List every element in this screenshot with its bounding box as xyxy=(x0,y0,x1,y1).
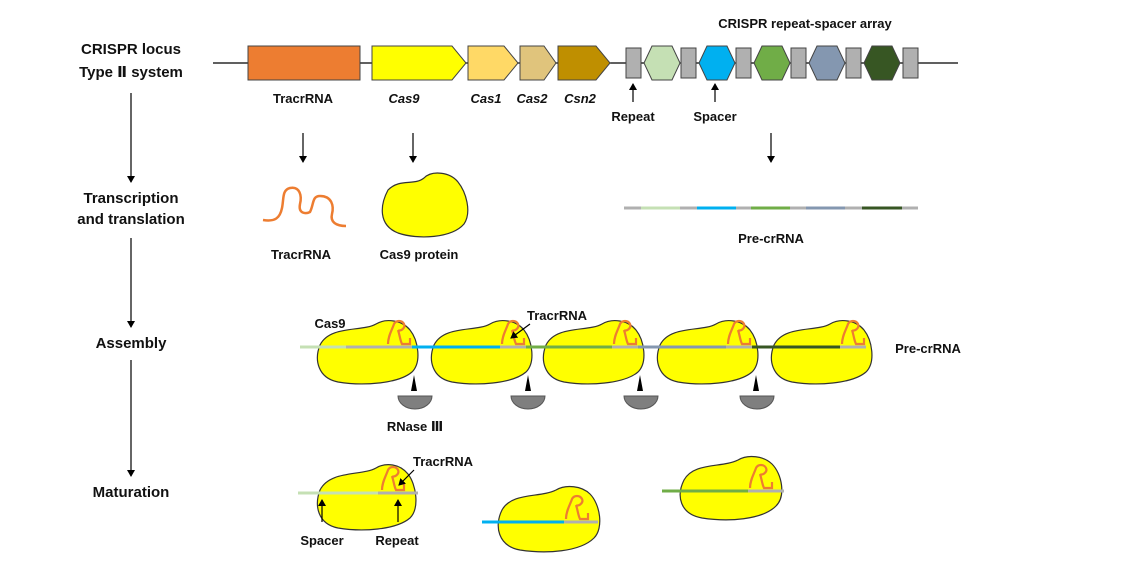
maturation-repeat-label: Repeat xyxy=(375,533,419,548)
repeat-box xyxy=(845,47,862,79)
cas9-protein xyxy=(381,172,469,238)
spacer-hexagon xyxy=(753,45,791,81)
repeat-box xyxy=(625,47,642,79)
tracrrna-product-label: TracrRNA xyxy=(271,247,332,262)
cleavage-marker xyxy=(411,375,417,391)
gene-label-csn2: Csn2 xyxy=(564,91,597,106)
tracrrna-gene xyxy=(247,45,361,81)
array-title: CRISPR repeat-spacer array xyxy=(718,16,892,31)
rnase-iii-label: RNase Ⅲ xyxy=(387,419,443,434)
stage-locus-line2: Type Ⅱ system xyxy=(79,64,183,81)
cas9-gene xyxy=(371,45,467,81)
cleavage-marker xyxy=(525,375,531,391)
spacer-hexagon xyxy=(808,45,846,81)
cas1-gene xyxy=(467,45,519,81)
rnase-iii-enzyme xyxy=(397,395,433,410)
maturation-tracrrna-label: TracrRNA xyxy=(413,454,474,469)
pre-crrna-label: Pre-crRNA xyxy=(738,231,804,246)
cas2-gene xyxy=(519,45,557,81)
repeat-box xyxy=(902,47,919,79)
gene-label-cas2: Cas2 xyxy=(516,91,548,106)
repeat-box xyxy=(680,47,697,79)
gene-label-cas9: Cas9 xyxy=(388,91,420,106)
cleavage-marker xyxy=(753,375,759,391)
gene-label-cas1: Cas1 xyxy=(470,91,501,106)
assembly-cas9-2 xyxy=(430,320,533,385)
assembly-cas9-5 xyxy=(770,320,873,385)
mature-complex-1 xyxy=(298,464,418,531)
mature-complex-3 xyxy=(662,455,784,521)
spacer-hexagon xyxy=(643,45,681,81)
csn2-gene xyxy=(557,45,611,81)
assembly-cas9-3 xyxy=(542,320,645,385)
rnase-iii-enzyme xyxy=(739,395,775,410)
assembly-cas9-4 xyxy=(656,320,759,385)
tracrrna-product xyxy=(262,186,347,228)
stage-transcription-line1: Transcription xyxy=(83,190,178,207)
spacer-hexagon xyxy=(698,45,736,81)
stage-transcription-line2: and translation xyxy=(77,211,185,228)
assembly-tracrrna-pointer xyxy=(510,323,531,339)
stage-maturation: Maturation xyxy=(93,484,170,501)
spacer-label: Spacer xyxy=(693,109,736,124)
assembly-cas9-label: Cas9 xyxy=(314,316,345,331)
stage-locus-line1: CRISPR locus xyxy=(81,41,181,58)
spacer-hexagon xyxy=(863,45,901,81)
stage-assembly: Assembly xyxy=(96,335,168,352)
assembly-tracrrna-label: TracrRNA xyxy=(527,308,588,323)
repeat-box xyxy=(735,47,752,79)
repeat-label: Repeat xyxy=(611,109,655,124)
mature-complex-2 xyxy=(482,485,601,553)
maturation-tracrrna-pointer xyxy=(398,469,415,486)
maturation-spacer-label: Spacer xyxy=(300,533,343,548)
assembly-cas9-1 xyxy=(316,320,419,385)
gene-label-tracrrna: TracrRNA xyxy=(273,91,334,106)
repeat-box xyxy=(790,47,807,79)
assembly-pre-crrna-label: Pre-crRNA xyxy=(895,341,961,356)
rnase-iii-enzyme xyxy=(623,395,659,410)
cas9-protein-label: Cas9 protein xyxy=(380,247,459,262)
rnase-iii-enzyme xyxy=(510,395,546,410)
cleavage-marker xyxy=(637,375,643,391)
